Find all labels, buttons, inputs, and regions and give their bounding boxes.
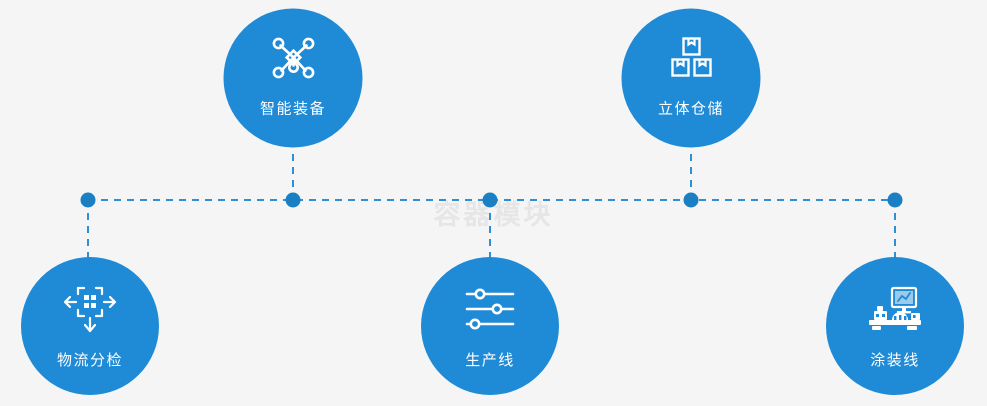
bubble-smart-equipment[interactable]: 智能装备: [223, 8, 363, 148]
bubble-stereoscopic-warehouse[interactable]: 立体仓储: [621, 8, 761, 148]
node-dot-logistics[interactable]: [80, 192, 96, 208]
bubble-label-stereoscopic-warehouse: 立体仓储: [657, 100, 724, 118]
bubble-label-painting-line: 涂装线: [870, 352, 920, 369]
stacked-boxes-icon: [663, 31, 719, 87]
bubble-label-logistics-sorting: 物流分检: [56, 352, 123, 369]
sliders-icon: [462, 281, 518, 337]
node-dot-production[interactable]: [482, 192, 498, 208]
bubble-logistics-sorting[interactable]: 物流分检: [21, 257, 159, 395]
node-dot-equipment[interactable]: [285, 192, 301, 208]
factory-monitor-icon: [867, 281, 923, 337]
node-dot-warehouse[interactable]: [683, 192, 699, 208]
bubble-label-production-line: 生产线: [465, 352, 515, 369]
network-nodes-icon: [265, 31, 321, 87]
bubble-production-line[interactable]: 生产线: [421, 257, 559, 395]
node-dot-painting[interactable]: [887, 192, 903, 208]
bubble-painting-line[interactable]: 涂装线: [826, 257, 964, 395]
bubble-label-smart-equipment: 智能装备: [259, 100, 326, 118]
sorting-arrows-icon: [62, 281, 118, 337]
